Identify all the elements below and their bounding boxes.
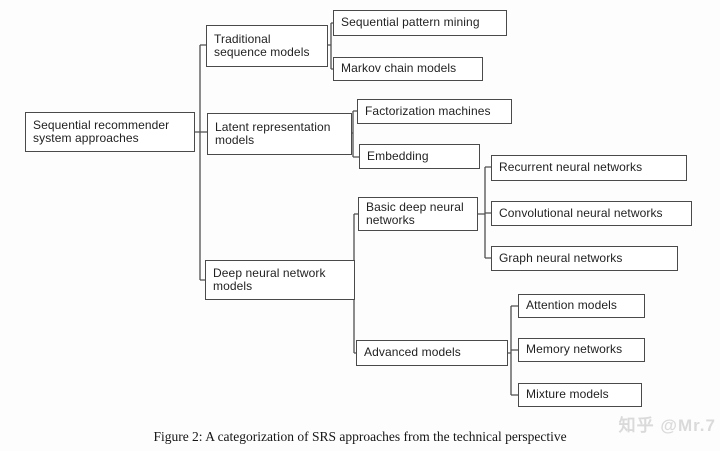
node-label: Sequential recommender system approaches <box>33 117 170 145</box>
node-sequential-pattern-mining: Sequential pattern mining <box>333 10 507 36</box>
node-label: Attention models <box>526 298 617 313</box>
connector-latent-children <box>352 110 359 158</box>
watermark: 知乎 @Mr.7 <box>618 416 716 435</box>
node-graph-neural-networks: Graph neural networks <box>491 246 678 271</box>
connector-basic-children <box>478 166 491 259</box>
connector-advanced-children <box>508 305 518 396</box>
node-label: Recurrent neural networks <box>499 160 643 175</box>
node-factorization-machines: Factorization machines <box>357 99 512 124</box>
node-attention-models: Attention models <box>518 294 645 318</box>
node-traditional-sequence-models: Traditional sequence models <box>206 25 328 67</box>
node-mixture-models: Mixture models <box>518 383 642 407</box>
node-deep-neural-network-models: Deep neural network models <box>205 260 355 300</box>
node-advanced-models: Advanced models <box>356 340 508 366</box>
node-label: Markov chain models <box>341 61 457 76</box>
node-convolutional-neural-networks: Convolutional neural networks <box>491 201 692 226</box>
node-embedding: Embedding <box>359 144 480 169</box>
node-label: Convolutional neural networks <box>499 205 663 220</box>
node-label: Sequential pattern mining <box>341 15 480 30</box>
node-label: Traditional sequence models <box>214 31 310 59</box>
node-latent-representation-models: Latent representation models <box>207 113 352 155</box>
node-label: Basic deep neural networks <box>366 199 464 227</box>
node-recurrent-neural-networks: Recurrent neural networks <box>491 155 687 181</box>
connector-traditional-children <box>328 22 333 70</box>
node-label: Mixture models <box>526 387 609 402</box>
node-basic-deep-neural-networks: Basic deep neural networks <box>358 197 478 231</box>
node-label: Memory networks <box>526 342 623 357</box>
connector-root-trunk <box>195 44 207 281</box>
node-label: Advanced models <box>364 345 461 360</box>
node-label: Graph neural networks <box>499 250 623 265</box>
node-label: Factorization machines <box>365 103 491 118</box>
node-memory-networks: Memory networks <box>518 338 645 362</box>
node-sequential-recommender-system-approaches: Sequential recommender system approaches <box>25 112 195 152</box>
figure-caption: Figure 2: A categorization of SRS approa… <box>153 429 567 444</box>
node-markov-chain-models: Markov chain models <box>333 57 483 81</box>
node-label: Latent representation models <box>215 119 331 147</box>
node-label: Deep neural network models <box>213 265 326 293</box>
node-label: Embedding <box>367 148 429 163</box>
